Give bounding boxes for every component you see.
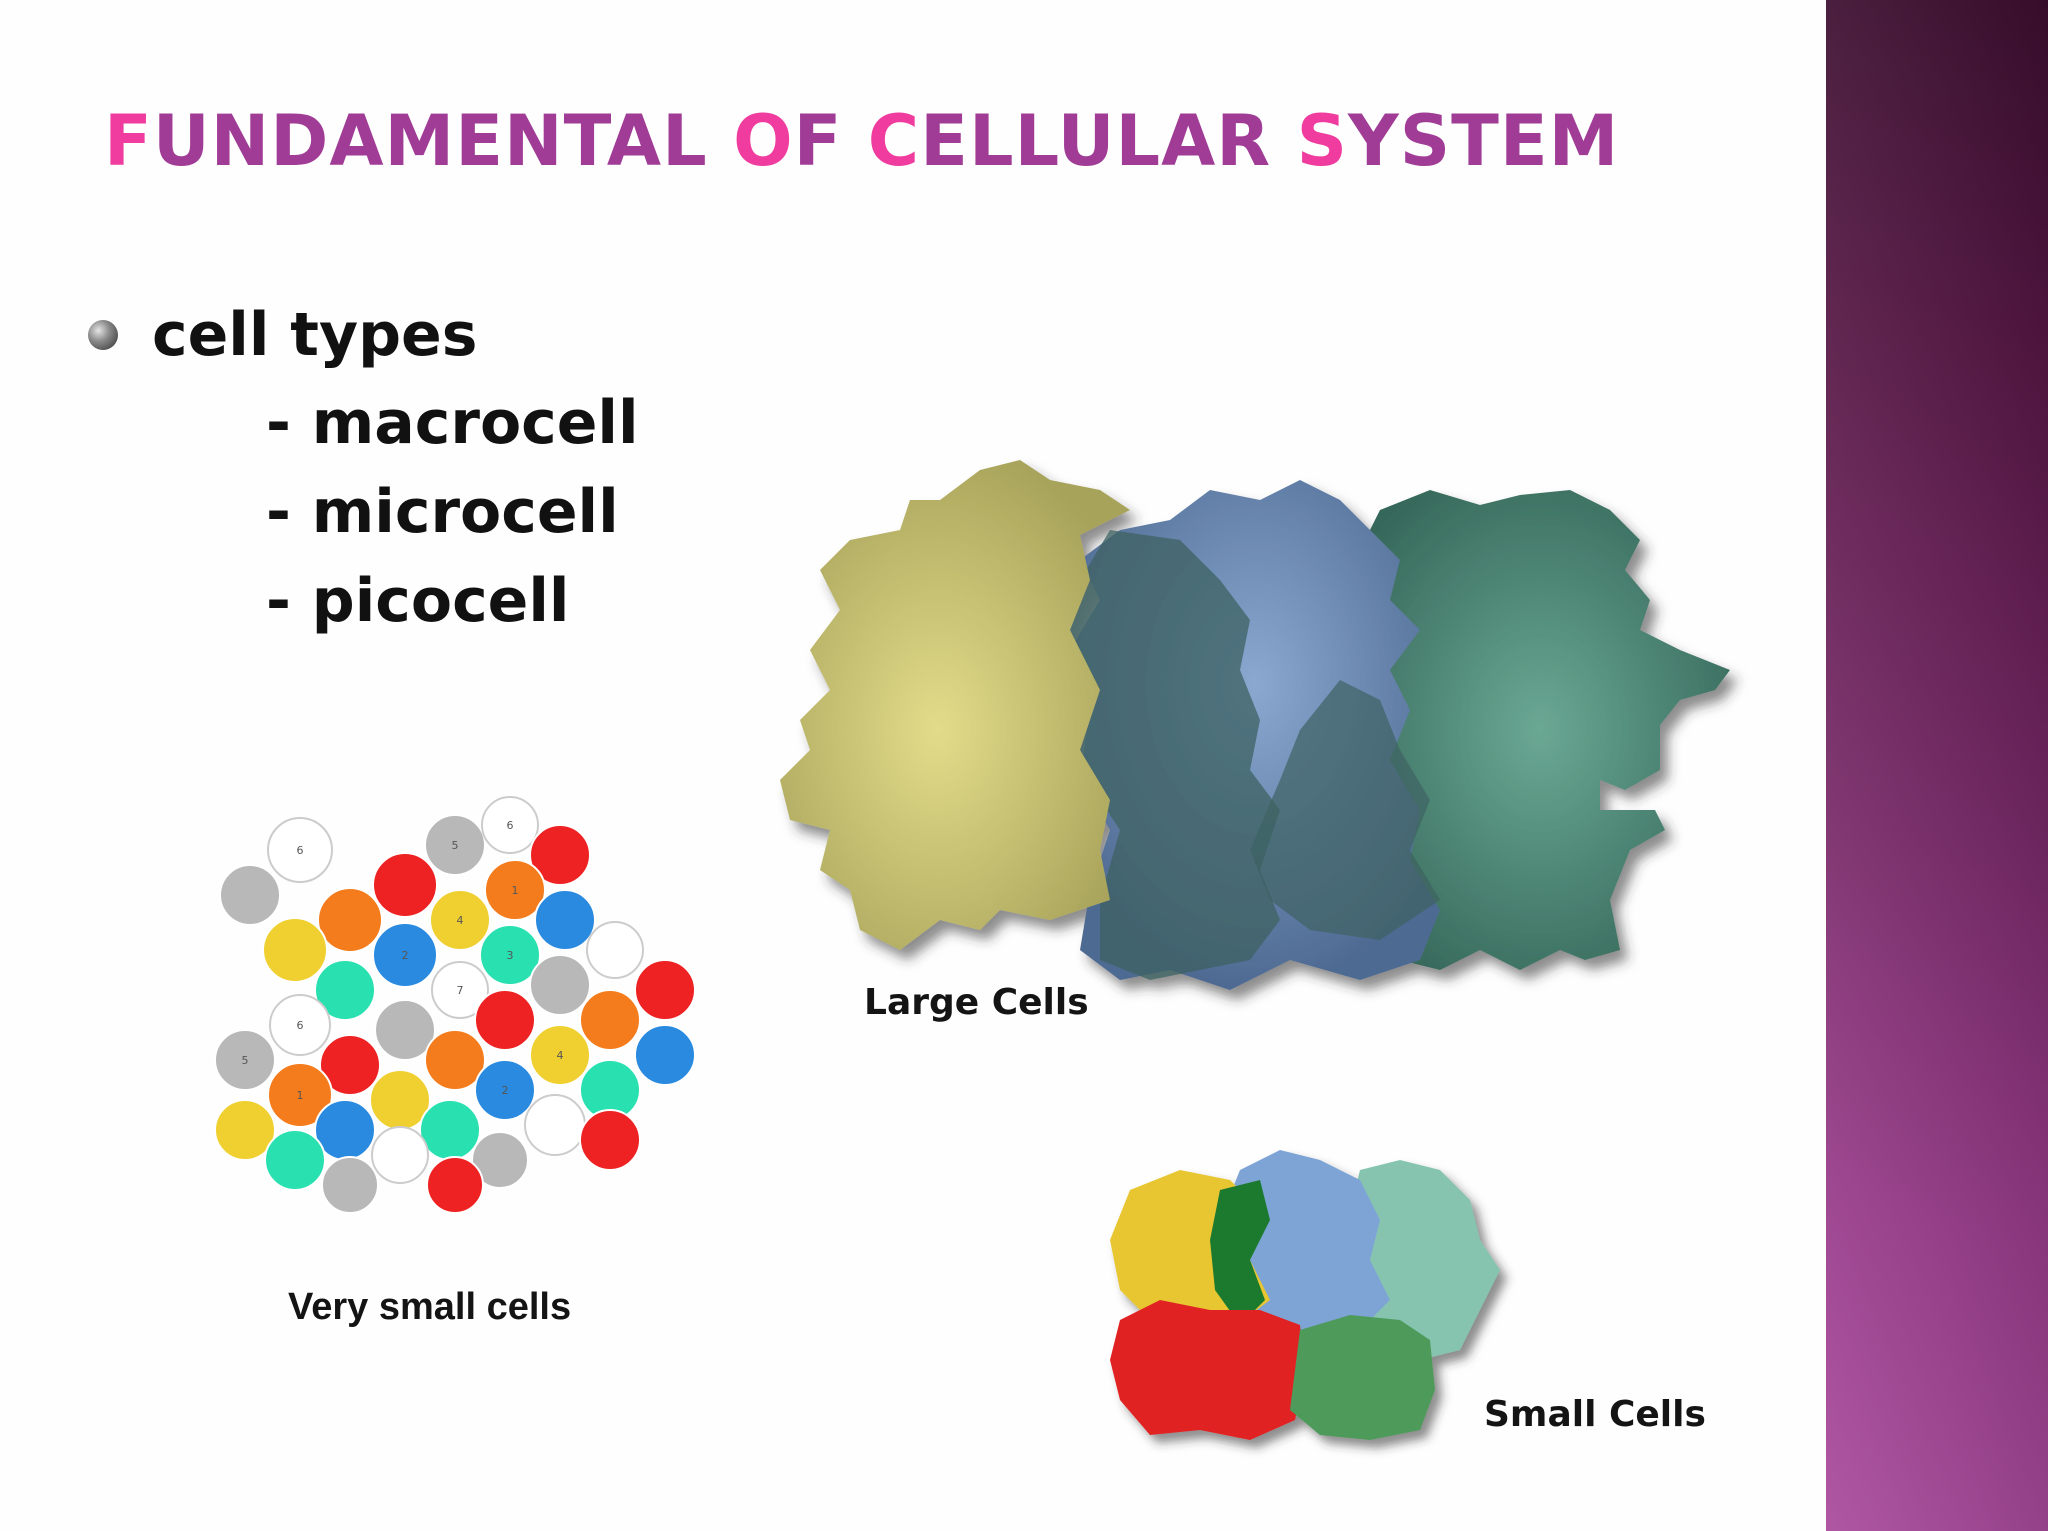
picocell-hex [471,1131,529,1189]
sub-item-microcell: - microcell [266,477,619,547]
picocell-hex [262,917,328,983]
bullet-cell-types: cell types [88,300,477,370]
hex-number: 2 [402,949,409,962]
title-part: O [733,100,794,182]
small-cells-label: Small Cells [1484,1394,1706,1435]
picocell-hex [474,989,536,1051]
large-cell-yellow [780,460,1130,950]
picocell-hex [317,887,383,953]
picocell-hex [579,989,641,1051]
sub-item-picocell: - picocell [266,566,570,636]
picocell-hex [269,994,331,1056]
small-cell-red [1110,1300,1305,1440]
hex-number: 3 [507,949,514,962]
picocell-hex [634,1024,696,1086]
bullet-text: cell types [152,300,478,370]
picocell-hex [267,817,333,883]
picocell-hex [372,922,438,988]
picocell-hex [214,1099,276,1161]
picocell-hex [534,889,596,951]
picocell-hex [424,814,486,876]
picocell-hex [634,959,696,1021]
picocell-hex [429,889,491,951]
title-part: F [104,100,153,182]
hex-number: 5 [242,1054,249,1067]
picocell-hex [319,1034,381,1096]
hex-number: 7 [457,984,464,997]
large-cell-teal [1350,490,1730,970]
picocell-hex [214,1029,276,1091]
title-part: C [867,100,921,182]
picocell-hex [371,1126,429,1184]
title-part: ELLULAR [920,100,1297,182]
hex-number: 5 [452,839,459,852]
picocell-hex [529,954,591,1016]
picocell-hex [529,1024,591,1086]
bullet-icon [88,320,118,350]
hex-number: 1 [297,1089,304,1102]
picocell-hex [219,864,281,926]
very-small-cells-label: Very small cells [288,1286,572,1328]
picocell-hex [474,1059,536,1121]
picocell-hex [314,959,376,1021]
hex-number: 4 [557,1049,564,1062]
small-cell-green [1290,1315,1435,1440]
hex-number: 6 [507,819,514,832]
hex-number: 6 [297,844,304,857]
picocell-hex [374,999,436,1061]
picocell-hex [264,1129,326,1191]
picocell-hex [321,1156,379,1214]
large-cell-dark-overlap [1060,530,1280,980]
slide: FUNDAMENTAL OF CELLULAR SYSTEM cell type… [88,100,1730,1440]
picocell-hex [579,1109,641,1171]
picocell-hex [484,859,546,921]
decorative-sidebar [1826,0,2048,1531]
large-cells-label: Large Cells [864,982,1089,1023]
slide-title: FUNDAMENTAL OF CELLULAR SYSTEM [104,100,1619,182]
title-part: UNDAMENTAL [152,100,734,182]
hex-number: 1 [512,884,519,897]
picocell-hex [431,961,489,1019]
title-part: YSTEM [1348,100,1620,182]
picocell-hex [426,1156,484,1214]
very-small-cells-image: 6 5 6 1 2 4 3 7 6 5 2 1 4 [214,796,696,1214]
picocell-hex [419,1099,481,1161]
hex-number: 2 [502,1084,509,1097]
hex-number: 6 [297,1019,304,1032]
picocell-hex [586,921,644,979]
picocell-hex [529,824,591,886]
title-part: F [793,100,868,182]
large-cells-image [780,460,1730,990]
picocell-hex [524,1094,586,1156]
hex-number: 4 [457,914,464,927]
small-cells-image [1110,1150,1500,1440]
title-part: S [1296,100,1348,182]
picocell-hex [481,796,539,854]
large-cell-dark-overlap [1250,680,1440,940]
picocell-hex [424,1029,486,1091]
sub-item-macrocell: - macrocell [266,388,639,458]
picocell-hex [479,924,541,986]
small-cell-darkgreen [1210,1180,1270,1325]
picocell-hex [372,852,438,918]
picocell-hex [267,1062,333,1128]
